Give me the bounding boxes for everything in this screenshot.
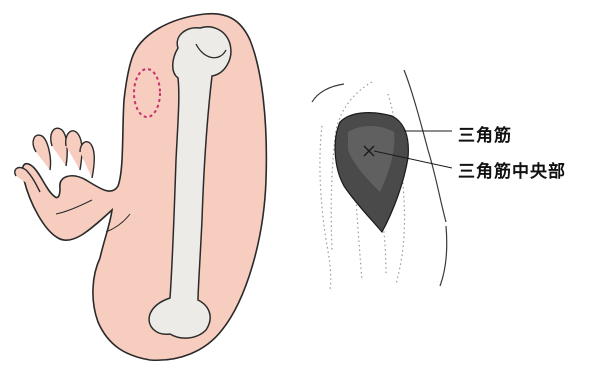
finger-middle bbox=[51, 128, 67, 166]
arm-skin bbox=[22, 14, 266, 361]
label-deltoid: 三角筋 bbox=[458, 121, 512, 146]
label-deltoid-center: 三角筋中央部 bbox=[458, 157, 566, 182]
finger-little bbox=[80, 142, 94, 178]
arm-illustration bbox=[15, 14, 267, 361]
deltoid-sketch bbox=[312, 70, 452, 290]
finger-index bbox=[33, 135, 50, 170]
